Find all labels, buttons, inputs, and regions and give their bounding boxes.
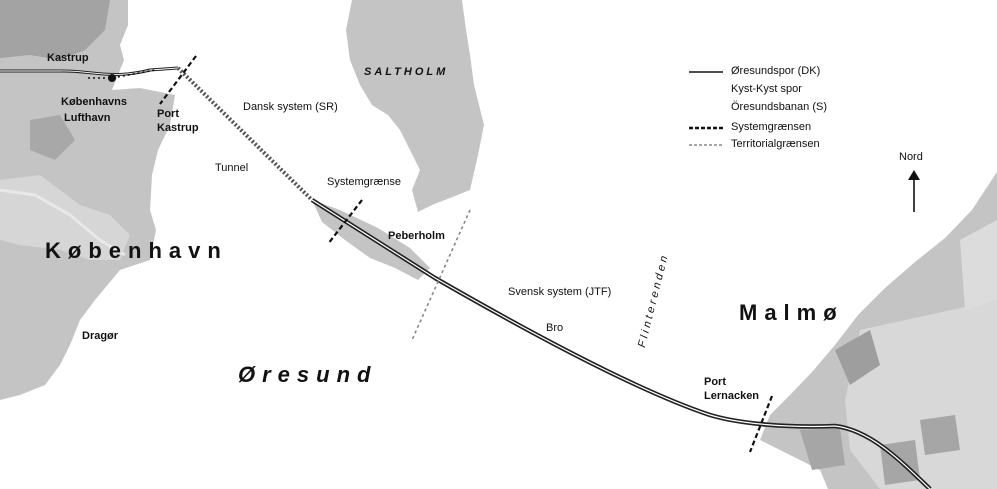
amager-road [0,188,126,257]
label-north: Nord [899,151,923,163]
label-saltholm: SALTHOLM [364,66,449,78]
label-port-lernacken-2: Lernacken [704,390,760,402]
land-dark-malmoe-4 [800,428,845,470]
label-port-lernacken-1: Port [704,376,726,388]
system-boundary-peberholm [327,199,363,245]
legend-item-kyst-kyst: Kyst-Kyst spor [731,83,802,95]
legend-item-territorialgraensen: Territorialgrænsen [731,138,820,150]
land-light-malmoe-2 [960,220,997,310]
system-boundary-lernacken [748,395,774,453]
legend-item-systemgraensen: Systemgrænsen [731,121,812,133]
land-dark-copenhagen-2 [30,115,75,160]
label-svensk-system: Svensk system (JTF) [508,286,612,298]
label-airport-line2: Lufthavn [64,112,111,124]
label-tunnel: Tunnel [215,162,249,174]
station-dot-icon [108,74,116,82]
label-dragoer: Dragør [82,330,119,342]
landmass-copenhagen [0,0,175,400]
label-port-kastrup-2: Kastrup [157,122,199,134]
landmass-saltholm [346,0,484,212]
label-systemgraense: Systemgrænse [327,176,401,188]
label-airport-line1: Københavns [61,96,128,108]
legend-item-oeresundspor: Øresundspor (DK) [731,65,821,77]
rail-line-bridge-inner [311,199,931,489]
rail-tunnel [176,66,314,202]
system-boundary-kastrup [159,55,197,105]
land-dark-copenhagen [0,0,110,60]
rail-line-kastrup-inner [0,67,179,75]
label-oeresund: Øresund [238,362,378,387]
land-dark-malmoe-2 [920,415,960,455]
land-light-malmoe [845,300,997,489]
label-peberholm: Peberholm [388,230,445,242]
land-dark-malmoe-1 [835,330,880,385]
label-koebenhavn: København [45,238,228,263]
label-dansk-system: Dansk system (SR) [243,101,338,113]
label-malmoe: Malmø [739,300,844,325]
label-port-kastrup-1: Port [157,108,179,120]
north-arrow-icon [908,170,920,212]
label-kastrup: Kastrup [47,52,89,64]
label-bro: Bro [546,322,564,334]
legend-item-oeresundsbanan: Öresundsbanan (S) [731,101,827,113]
